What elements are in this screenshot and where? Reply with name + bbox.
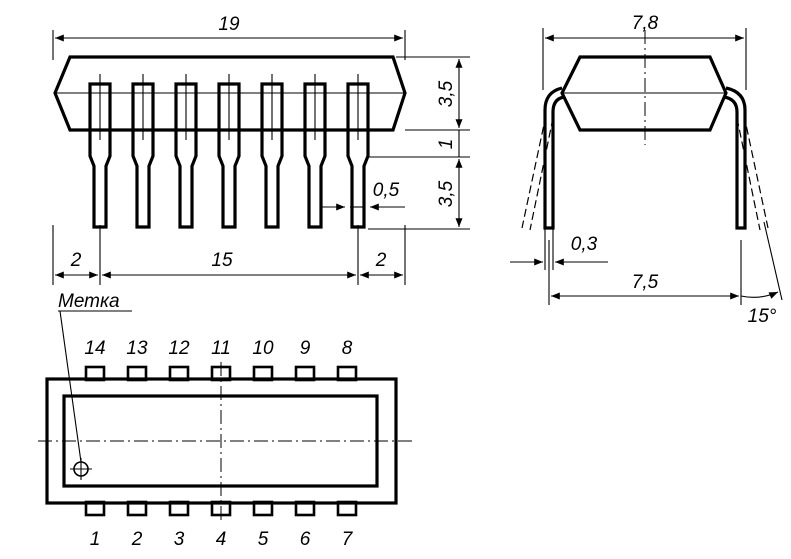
front-pin bbox=[131, 74, 155, 229]
pin-number: 4 bbox=[216, 529, 227, 550]
dim-19: 19 bbox=[218, 14, 240, 35]
front-pin bbox=[303, 74, 327, 229]
front-pins bbox=[88, 74, 370, 229]
front-pin bbox=[217, 74, 241, 229]
side-view: 7,8 0,3 7,5 15° bbox=[510, 13, 783, 327]
dim-pin-width: 0,5 bbox=[373, 180, 400, 201]
pin-number: 14 bbox=[84, 338, 105, 359]
pin-number: 1 bbox=[90, 529, 101, 550]
pin-number: 13 bbox=[126, 338, 148, 359]
pin-number: 7 bbox=[342, 529, 354, 550]
dim-7-8: 7,8 bbox=[632, 13, 659, 34]
dim-7-5: 7,5 bbox=[632, 272, 659, 293]
pin-number: 8 bbox=[342, 338, 353, 359]
front-view: 19 3,5 1 3,5 0,5 2 15 2 bbox=[52, 14, 470, 285]
mark-label: Метка bbox=[58, 291, 120, 312]
right-lead bbox=[723, 86, 747, 230]
pin-number: 12 bbox=[168, 338, 190, 359]
front-pin bbox=[346, 74, 370, 229]
dim-angle: 15° bbox=[748, 306, 777, 327]
pin-number: 2 bbox=[131, 529, 143, 550]
dim-15: 15 bbox=[211, 250, 233, 271]
pin-number: 9 bbox=[300, 338, 311, 359]
dim-h2: 1 bbox=[436, 139, 457, 150]
dim-right-2: 2 bbox=[375, 250, 387, 271]
mark-leader bbox=[59, 310, 82, 463]
dim-0-3: 0,3 bbox=[571, 234, 598, 255]
front-pin bbox=[174, 74, 198, 229]
front-pin bbox=[88, 74, 112, 229]
dim-left-2: 2 bbox=[70, 250, 82, 271]
pin-number: 5 bbox=[258, 529, 269, 550]
left-lead bbox=[543, 86, 565, 230]
pin-number: 3 bbox=[174, 529, 185, 550]
pin-number: 10 bbox=[252, 338, 274, 359]
top-pin-labels: 14 13 12 11 10 9 8 bbox=[84, 338, 352, 359]
pin-number: 11 bbox=[211, 338, 231, 359]
dim-h3: 3,5 bbox=[436, 180, 457, 207]
dim-h1: 3,5 bbox=[436, 80, 457, 107]
bottom-pin-labels: 1 2 3 4 5 6 7 bbox=[90, 529, 354, 550]
pin-number: 6 bbox=[300, 529, 311, 550]
front-pin bbox=[260, 74, 284, 229]
